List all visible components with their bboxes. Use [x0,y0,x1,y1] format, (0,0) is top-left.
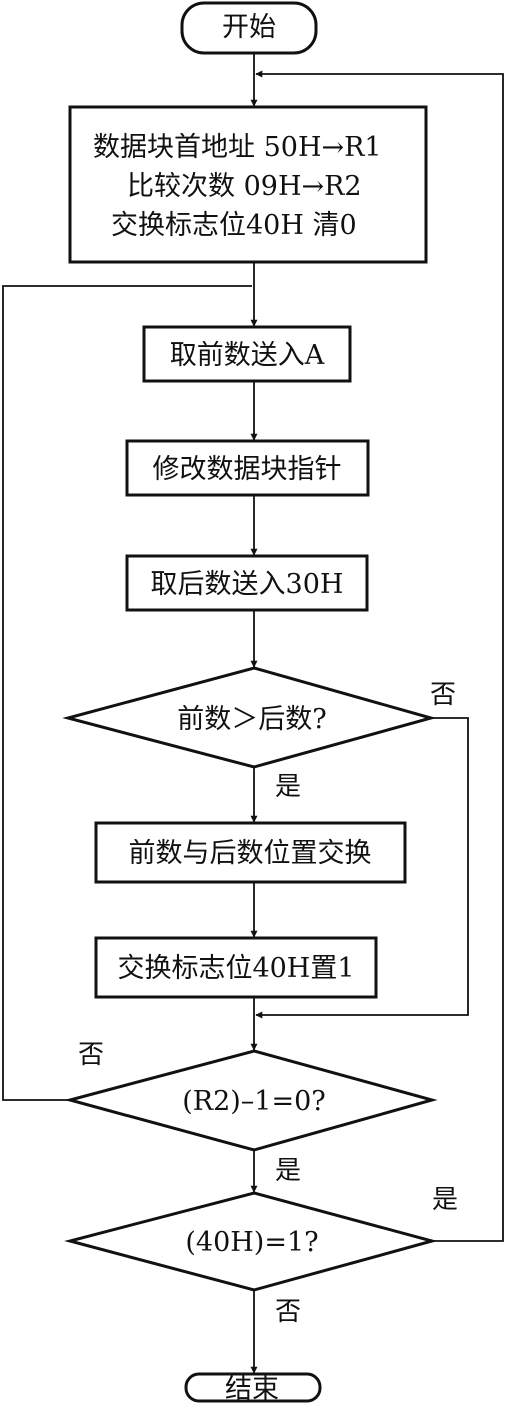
start-label: 开始 [222,12,276,43]
compare-no-label: 否 [430,680,456,710]
end-label: 结束 [225,1374,279,1404]
modify-pointer-box: 修改数据块指针 [125,439,370,497]
fetch-back-box: 取后数送入30H [125,554,369,612]
flag-decision: (40H)=1? [64,1191,438,1292]
edge-labels: 否 是 否 是 是 否 [78,680,458,1327]
init-process-box: 数据块首地址 50H→R1 比较次数 09H→R2 交换标志位40H 清0 [68,105,428,264]
compare-label: 前数＞后数? [177,704,326,735]
fetch-back-label: 取后数送入30H [151,569,344,600]
modify-pointer-label: 修改数据块指针 [153,454,342,485]
count-no-label: 否 [78,1040,104,1070]
flag-yes-label: 是 [432,1185,458,1215]
set-flag-label: 交换标志位40H置1 [117,953,354,984]
init-line-1: 数据块首地址 50H→R1 [93,132,382,163]
edge-count-no-loop [2,285,252,1101]
connectors [2,53,504,1374]
count-yes-label: 是 [275,1156,301,1186]
fetch-front-box: 取前数送入A [142,325,352,383]
swap-label: 前数与后数位置交换 [129,838,372,869]
count-decision: (R2)–1=0? [64,1049,438,1152]
init-line-3: 交换标志位40H 清0 [111,210,357,241]
compare-decision: 前数＞后数? [62,666,437,769]
compare-yes-label: 是 [275,772,301,802]
flag-check-label: (40H)=1? [185,1227,318,1258]
swap-box: 前数与后数位置交换 [94,821,407,884]
count-label: (R2)–1=0? [182,1086,326,1117]
edge-flag-yes-loop [255,70,504,1242]
init-line-2: 比较次数 09H→R2 [127,171,362,202]
set-flag-box: 交换标志位40H置1 [94,936,378,999]
fetch-front-label: 取前数送入A [170,340,325,371]
edge-compare-no [255,717,469,1019]
start-terminal: 开始 [180,1,318,55]
flag-no-label: 否 [275,1297,301,1327]
end-terminal: 结束 [184,1372,322,1404]
